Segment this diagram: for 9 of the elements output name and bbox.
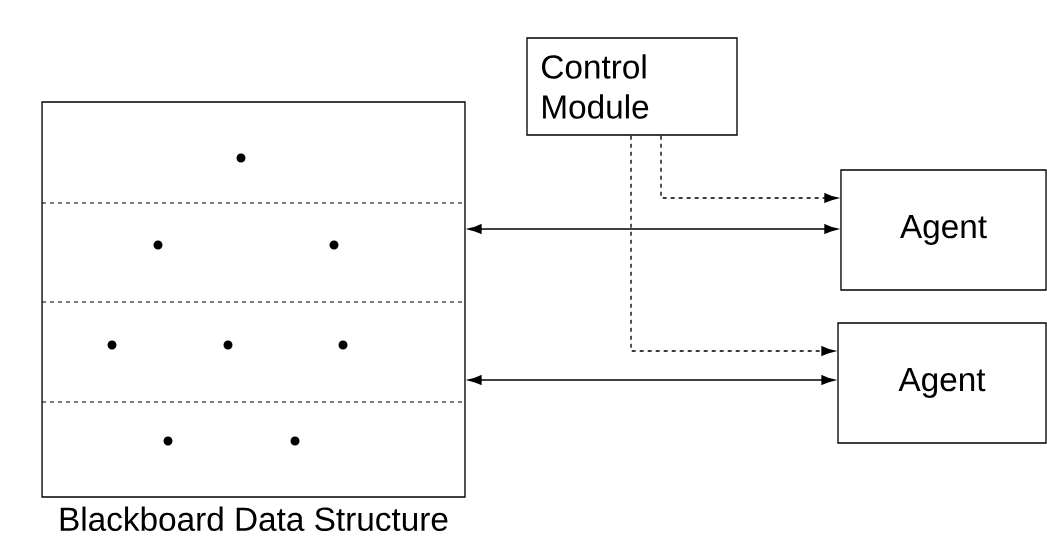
arrow (468, 375, 835, 385)
arrow (660, 135, 838, 203)
agent-box: Agent (840, 169, 1047, 291)
arrow (630, 135, 835, 356)
node-label: Blackboard Data Structure (60, 506, 448, 532)
agent-box: Agent (837, 322, 1047, 444)
arrow (468, 224, 838, 234)
control-box: Control Module (526, 37, 738, 136)
blackboard-box: Blackboard Data Structure (41, 101, 466, 532)
